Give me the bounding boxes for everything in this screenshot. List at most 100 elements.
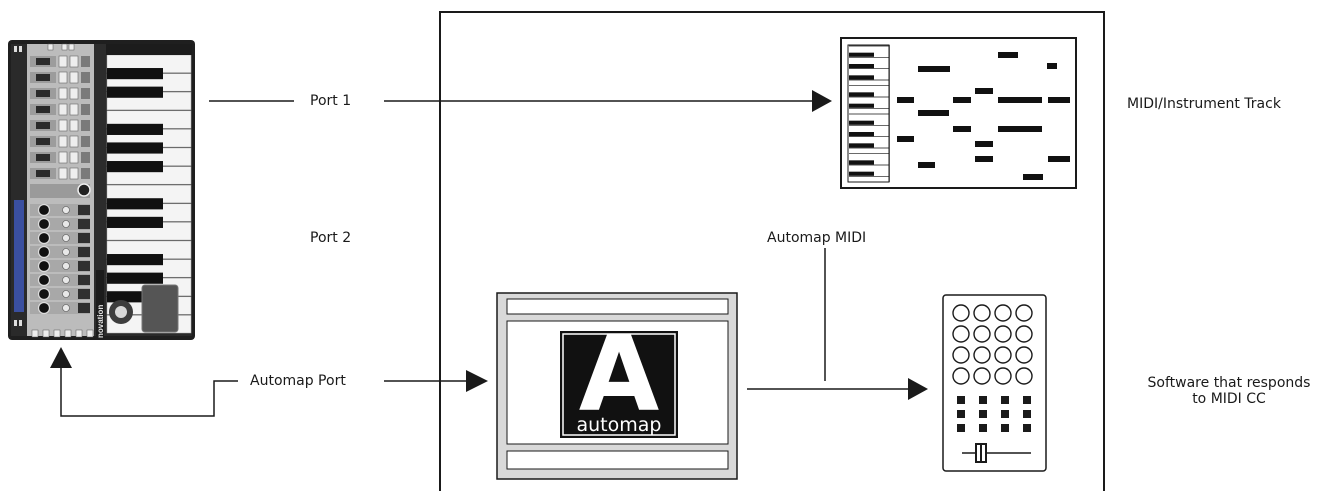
roll-note: [953, 126, 971, 132]
software-button: [1001, 410, 1009, 418]
software-knob: [1015, 304, 1033, 322]
software-knob: [994, 304, 1012, 322]
software-knob: [952, 325, 970, 343]
fader-led: [81, 136, 90, 147]
software-knob: [994, 346, 1012, 364]
fader-button: [69, 135, 79, 148]
bottom-tab: [31, 329, 39, 338]
bottom-tab: [86, 329, 94, 338]
bottom-tab: [75, 329, 83, 338]
roll-black-key: [849, 171, 874, 176]
black-key: [107, 291, 163, 303]
knob: [37, 245, 51, 259]
knob-small: [62, 234, 70, 242]
automap-port-return-line: [60, 368, 238, 417]
software-panel: [942, 294, 1047, 472]
roll-note: [1048, 156, 1070, 162]
roll-black-key: [849, 143, 874, 148]
software-knob: [973, 346, 991, 364]
knob: [37, 203, 51, 217]
fader-led: [81, 56, 90, 67]
black-key: [107, 86, 163, 98]
roll-black-key: [849, 160, 874, 165]
top-button: [61, 43, 68, 51]
black-key: [107, 123, 163, 135]
fader-button: [69, 55, 79, 68]
roll-note: [975, 141, 993, 147]
knob: [37, 273, 51, 287]
fader-cap: [36, 170, 50, 177]
fader-led: [81, 72, 90, 83]
roll-black-key: [849, 64, 874, 69]
port1-arrowhead: [812, 90, 832, 112]
software-knob: [952, 346, 970, 364]
knob-led: [78, 233, 90, 243]
fader-led: [81, 168, 90, 179]
fader-led: [81, 88, 90, 99]
software-buttons: [957, 396, 1031, 432]
black-key: [107, 254, 163, 266]
automap-window-titlebar: [506, 298, 729, 315]
software-label: Software that responds to MIDI CC: [1124, 375, 1334, 407]
fader-cap: [36, 90, 50, 97]
fader-button: [69, 103, 79, 116]
fader-button: [69, 87, 79, 100]
fader-button: [58, 87, 68, 100]
knob-led: [78, 247, 90, 257]
software-button: [957, 410, 965, 418]
knob-led: [78, 205, 90, 215]
roll-note: [897, 97, 914, 103]
port1-label: Port 1: [310, 93, 352, 109]
roll-note: [918, 66, 950, 72]
fader-button: [69, 119, 79, 132]
knob: [37, 287, 51, 301]
knob-led: [78, 261, 90, 271]
roll-note: [953, 97, 971, 103]
automap-logo-word: automap: [577, 414, 662, 436]
software-knob: [1015, 367, 1033, 385]
software-knob: [973, 325, 991, 343]
knob-led: [78, 289, 90, 299]
software-label-line1: Software that responds: [1147, 375, 1311, 391]
fader-cap: [36, 106, 50, 113]
fader-button: [58, 167, 68, 180]
software-knob: [994, 367, 1012, 385]
top-button: [68, 43, 75, 51]
fader-cap: [36, 138, 50, 145]
software-button: [1023, 424, 1031, 432]
knob-small: [62, 220, 70, 228]
fader-button: [58, 55, 68, 68]
fader-led: [81, 104, 90, 115]
software-button: [979, 424, 987, 432]
software-label-line2: to MIDI CC: [1192, 391, 1266, 407]
automap-logo: A automap: [560, 313, 678, 438]
fader-button: [58, 135, 68, 148]
knob-led: [78, 303, 90, 313]
fader-section: [30, 43, 90, 180]
midi-controller: novation: [8, 40, 195, 340]
piano-roll-notes: [897, 52, 1070, 180]
knob-section: [30, 203, 90, 315]
knob-small: [62, 304, 70, 312]
software-button: [957, 424, 965, 432]
knob: [37, 301, 51, 315]
fader-button: [69, 71, 79, 84]
connections: [50, 90, 928, 417]
fader-cap: [36, 122, 50, 129]
software-button: [1001, 396, 1009, 404]
controller-return-arrowhead: [50, 347, 72, 368]
software-button: [1023, 396, 1031, 404]
port2-label: Port 2: [310, 230, 352, 246]
roll-note: [975, 156, 993, 162]
fader-cap: [36, 58, 50, 65]
roll-note: [1048, 97, 1070, 103]
roll-note: [998, 126, 1042, 132]
roll-black-key: [849, 120, 874, 125]
bottom-tab: [42, 329, 50, 338]
roll-note: [998, 97, 1042, 103]
fader-button: [69, 151, 79, 164]
black-key: [107, 68, 163, 80]
fader-button: [58, 119, 68, 132]
software-button: [979, 396, 987, 404]
software-knob: [973, 304, 991, 322]
